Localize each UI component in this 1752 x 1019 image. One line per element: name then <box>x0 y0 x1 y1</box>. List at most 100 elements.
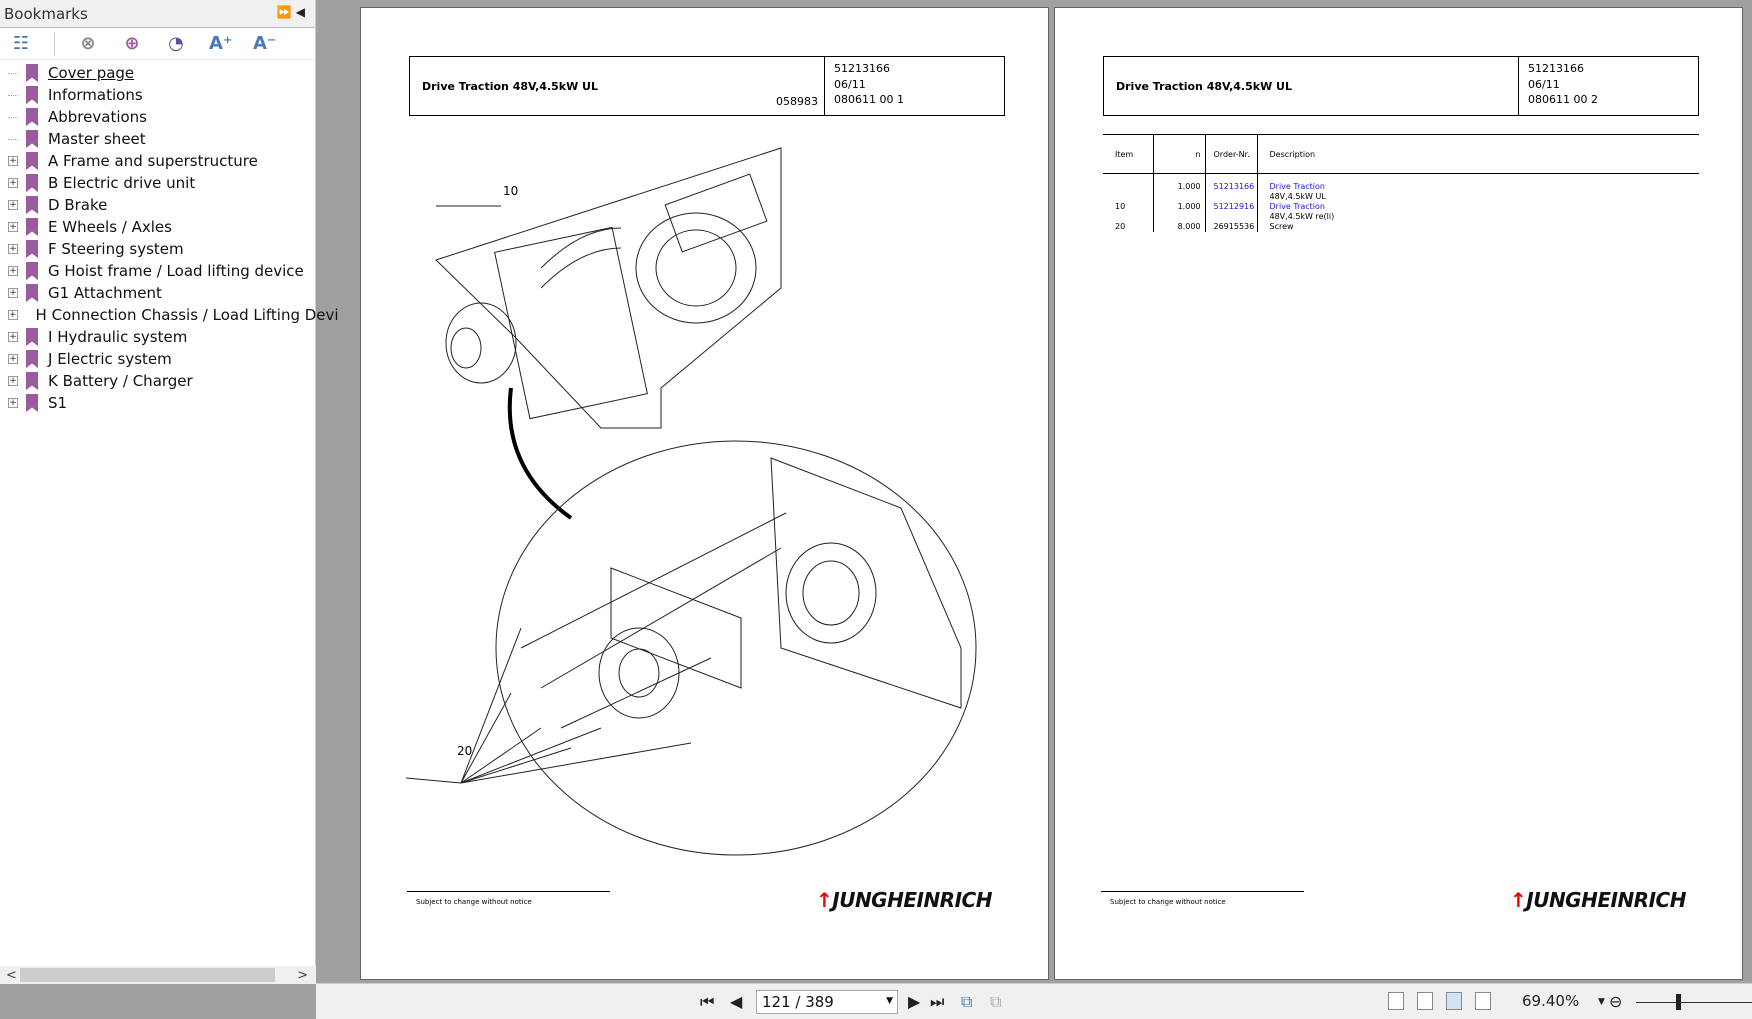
item-cell: 10 <box>1115 202 1126 211</box>
bookmark-label: Cover page <box>48 64 135 82</box>
next-view-icon[interactable]: ⧉ <box>990 992 1002 1011</box>
facing-view-button[interactable] <box>1446 992 1462 1010</box>
item-cell: 20 <box>1115 222 1126 231</box>
tree-line <box>8 72 18 74</box>
separator <box>54 31 55 56</box>
single-page-view-button[interactable] <box>1388 992 1404 1010</box>
bookmark-icon <box>26 64 38 82</box>
bookmark-item[interactable]: + G1 Attachment <box>0 282 315 304</box>
bookmark-item[interactable]: Master sheet <box>0 128 315 150</box>
previous-page-button[interactable]: ◀ <box>730 992 743 1011</box>
bookmark-item[interactable]: +J Electric system <box>0 348 315 370</box>
bookmark-item[interactable]: +A Frame and superstructure <box>0 150 315 172</box>
title-block: Drive Traction 48V,4.5kW UL 51213166 06/… <box>1103 56 1699 116</box>
bookmark-icon <box>26 328 38 346</box>
scroll-left-icon[interactable]: < <box>6 967 17 983</box>
jungheinrich-logo: ↑JUNGHEINRICH <box>816 888 992 912</box>
bookmark-icon <box>26 152 38 170</box>
order-cell: 26915536 <box>1204 222 1257 232</box>
bookmark-options-icon[interactable]: ☷ <box>12 33 30 54</box>
part-number: 51213166 <box>1528 62 1584 75</box>
bookmark-label: F Steering system <box>48 240 184 258</box>
col-description: Description <box>1256 134 1699 174</box>
bookmark-label: E Wheels / Axles <box>48 218 172 236</box>
bookmark-item[interactable]: +D Brake <box>0 194 315 216</box>
left-page: Drive Traction 48V,4.5kW UL 058983 51213… <box>360 7 1049 980</box>
first-page-button[interactable]: ⏮ <box>700 992 715 1011</box>
footer-text: Subject to change without notice <box>416 898 532 906</box>
bookmark-icon <box>26 218 38 236</box>
col-item: Item <box>1103 134 1153 174</box>
scroll-right-icon[interactable]: > <box>297 967 308 983</box>
bookmark-icon <box>26 372 38 390</box>
last-page-button[interactable]: ⏭ <box>930 992 945 1011</box>
expand-icon[interactable]: + <box>8 244 18 254</box>
page-number: 121 / 389 <box>762 993 834 1011</box>
expand-icon[interactable]: + <box>8 156 18 166</box>
bookmark-item[interactable]: + F Steering system <box>0 238 315 260</box>
bookmark-item[interactable]: +B Electric drive unit <box>0 172 315 194</box>
continuous-view-button[interactable] <box>1417 992 1433 1010</box>
expand-icon[interactable]: + <box>8 200 18 210</box>
bookmark-item[interactable]: +S1 <box>0 392 315 414</box>
bookmark-label: G1 Attachment <box>48 284 162 302</box>
expand-icon[interactable]: + <box>8 310 18 320</box>
ref-number: 080611 00 1 <box>834 93 904 106</box>
increase-font-icon[interactable]: A⁺ <box>209 33 233 54</box>
delete-bookmark-icon[interactable]: ⊗ <box>80 33 96 54</box>
footer-line <box>407 891 610 892</box>
panel-controls[interactable]: ⏩◀ <box>276 5 309 19</box>
bookmark-item[interactable]: Cover page <box>0 62 315 84</box>
add-bookmark-icon[interactable]: ⊕ <box>124 33 140 54</box>
expand-icon[interactable]: + <box>8 332 18 342</box>
bookmark-label: G Hoist frame / Load lifting device <box>48 262 304 280</box>
dropdown-icon[interactable]: ▼ <box>886 996 893 1006</box>
description-link[interactable]: Drive Traction <box>1269 182 1326 191</box>
expand-icon[interactable]: + <box>8 178 18 188</box>
zoom-slider[interactable] <box>1636 1002 1752 1003</box>
bookmark-item[interactable]: + G Hoist frame / Load lifting device <box>0 260 315 282</box>
bookmark-item[interactable]: Informations <box>0 84 315 106</box>
expand-icon[interactable]: + <box>8 376 18 386</box>
zoom-out-icon[interactable]: ⊖ <box>1609 992 1623 1011</box>
tree-line <box>8 94 18 96</box>
order-cell[interactable]: 51213166 <box>1204 173 1257 202</box>
page-title: Drive Traction 48V,4.5kW UL <box>422 80 598 93</box>
scroll-thumb[interactable] <box>20 968 275 982</box>
zoom-slider-thumb[interactable] <box>1676 994 1681 1010</box>
description-link[interactable]: Drive Traction <box>1269 202 1326 211</box>
bookmark-item[interactable]: + E Wheels / Axles <box>0 216 315 238</box>
decrease-font-icon[interactable]: A⁻ <box>253 33 277 54</box>
col-n: n <box>1152 134 1205 174</box>
horizontal-scrollbar[interactable]: < > <box>0 966 316 984</box>
expand-icon[interactable]: + <box>8 398 18 408</box>
date: 06/11 <box>834 77 866 91</box>
bookmark-item[interactable]: + K Battery / Charger <box>0 370 315 392</box>
zoom-dropdown-icon[interactable]: ▼ <box>1598 997 1605 1007</box>
bookmark-item[interactable]: +H Connection Chassis / Load Lifting Dev… <box>0 304 339 326</box>
continuous-facing-view-button[interactable] <box>1475 992 1491 1010</box>
bookmarks-toolbar: ☷ ⊗ ⊕ ◔ A⁺ A⁻ <box>0 28 315 60</box>
expand-icon[interactable]: + <box>8 288 18 298</box>
bookmark-item[interactable]: +I Hydraulic system <box>0 326 315 348</box>
goto-bookmark-icon[interactable]: ◔ <box>168 33 184 54</box>
page-title: Drive Traction 48V,4.5kW UL <box>1116 80 1292 93</box>
ref-number: 080611 00 2 <box>1528 93 1598 106</box>
col-order: Order-Nr. <box>1204 134 1257 174</box>
bookmark-label: K Battery / Charger <box>48 372 193 390</box>
order-cell[interactable]: 51212916 <box>1204 202 1257 222</box>
page-number-input[interactable]: 121 / 389 ▼ <box>756 990 898 1014</box>
expand-icon[interactable]: + <box>8 266 18 276</box>
bookmark-icon <box>26 240 38 258</box>
zoom-level[interactable]: 69.40% <box>1522 992 1580 1010</box>
drawing-number: 058983 <box>776 95 818 108</box>
exploded-drawing <box>405 147 977 856</box>
expand-icon[interactable]: + <box>8 222 18 232</box>
expand-icon[interactable]: + <box>8 354 18 364</box>
bookmark-item[interactable]: Abbrevations <box>0 106 315 128</box>
previous-view-icon[interactable]: ⧉ <box>961 992 973 1011</box>
next-page-button[interactable]: ▶ <box>908 992 921 1011</box>
